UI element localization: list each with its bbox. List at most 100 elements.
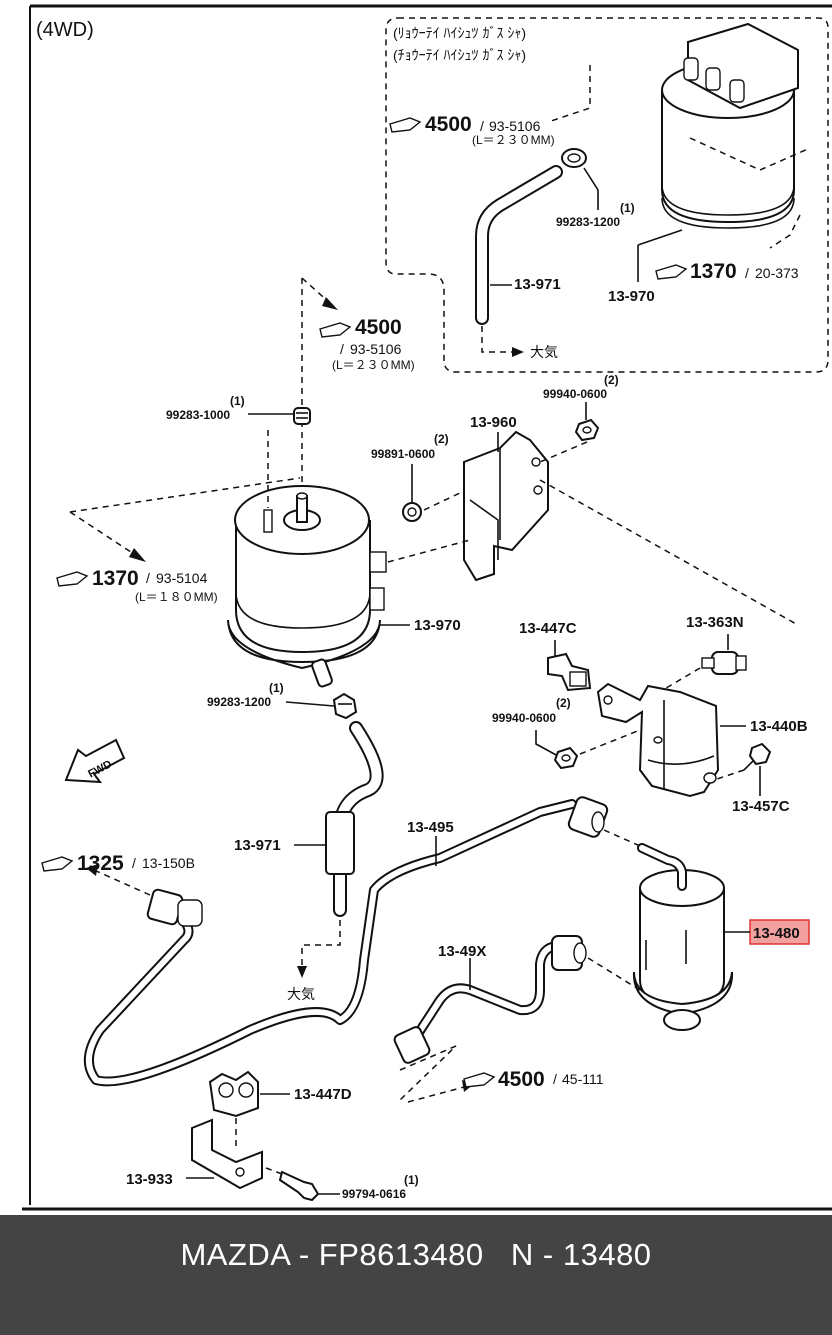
hand-pointer-icon — [56, 571, 89, 587]
bolt-c — [743, 742, 772, 771]
hose-inner — [477, 167, 561, 323]
inset-canister-ref-1370[interactable]: 1370 / 20-373 — [655, 260, 799, 283]
clamp-mid-number: 99283-1200 — [207, 695, 271, 709]
ref-sub: 45-111 — [562, 1071, 604, 1087]
filter-dash-bottom — [587, 957, 641, 991]
hand-pointer-icon — [41, 856, 74, 872]
bolt-lower-number: 99794-0616 — [342, 1187, 406, 1201]
clamp-mid-qty: (1) — [269, 681, 284, 695]
inset-clamp-leader — [583, 167, 599, 210]
ref-sub: 93-5106 — [489, 118, 541, 134]
ref-slash: / — [480, 118, 484, 134]
bracket-lower — [191, 1118, 263, 1190]
nut-a-qty: (2) — [604, 373, 619, 387]
ref-note: (L＝２３０MM) — [332, 358, 415, 372]
hose-sleeve — [325, 811, 355, 875]
fuel-filter — [632, 843, 734, 1031]
hand-pointer-icon — [319, 322, 352, 338]
ref-page: 4500 — [425, 113, 472, 136]
inset-note-1: (ﾘｮｳｰﾃｲ ﾊｲｼｭﾂ ｶﾞｽ ｼｬ) — [393, 25, 526, 41]
filter-bracket — [596, 682, 720, 798]
clamp-top-qty: (1) — [230, 394, 245, 408]
bracket-lower-label: 13-933 — [126, 1171, 173, 1188]
inset-hose-label: 13-971 — [514, 276, 561, 293]
hand-pointer-icon — [655, 264, 688, 280]
pipe-label: 13-495 — [407, 819, 454, 836]
washer-qty: (2) — [434, 432, 449, 446]
arrow-icon — [86, 864, 98, 876]
pipe-inner — [86, 801, 575, 1085]
clamp-mid — [332, 692, 358, 720]
footer-part-number: MAZDA - FP8613480 N - 13480 — [180, 1237, 652, 1272]
bracket-dash-left — [387, 539, 471, 563]
ref-page: 4500 — [498, 1068, 545, 1091]
bolt-c-dash — [713, 769, 745, 781]
inset-clamp-qty: (1) — [620, 201, 635, 215]
ref-page: 1370 — [92, 567, 139, 590]
arrow-down-icon — [297, 966, 307, 978]
ref-sub: 93-5106 — [350, 341, 402, 357]
bolt-c-label: 13-457C — [732, 798, 790, 815]
inset-canister-dash — [769, 214, 801, 249]
lower-atmosphere-dash — [301, 920, 341, 970]
nut-b-qty: (2) — [556, 696, 571, 710]
washer-number: 99891-0600 — [371, 447, 435, 461]
inset-note-leader — [547, 65, 591, 123]
pipe-inner — [411, 943, 559, 1043]
clip-d — [208, 1070, 259, 1118]
footer-bar: MAZDA - FP8613480 N - 13480 — [0, 1215, 832, 1335]
fuel-filter-highlight — [749, 919, 810, 945]
clip-c — [547, 652, 592, 692]
bracket-960 — [463, 430, 549, 582]
lower-atmosphere-label: 大気 — [287, 986, 315, 1002]
inset-ref-4500[interactable]: 4500 / 93-5106 (L＝２３０MM) — [389, 113, 555, 147]
main-ref-4500[interactable]: 4500 / 93-5106 (L＝２３０MM) — [319, 316, 415, 372]
inset-canister — [661, 22, 811, 229]
ref-slash: / — [745, 265, 749, 281]
nut-a-number: 99940-0600 — [543, 387, 607, 401]
arrow-icon — [322, 297, 338, 310]
inset-canister-leader — [637, 229, 683, 246]
hose-x-fitting-bottom — [393, 1026, 431, 1064]
insulator — [701, 651, 747, 675]
clamp-top-number: 99283-1000 — [166, 408, 230, 422]
ref-slash: / — [340, 341, 344, 357]
ref-slash: / — [146, 570, 150, 586]
arrow-right-icon — [512, 347, 524, 357]
canister-ref-1370[interactable]: 1370 / 93-5104 (L＝１８０MM) — [56, 567, 218, 604]
clamp-top — [293, 407, 311, 425]
inset-atmosphere-label: 大気 — [530, 344, 558, 360]
canister-dash-top — [69, 477, 301, 513]
ref-slash: / — [553, 1071, 557, 1087]
ref-sub: 93-5104 — [156, 570, 208, 586]
inset-canister-label: 13-970 — [608, 288, 655, 305]
bracket-dash — [539, 479, 799, 626]
fuel-filter-label[interactable]: 13-480 — [753, 925, 800, 942]
hand-pointer-icon — [463, 1072, 496, 1088]
ref-page: 1370 — [690, 260, 737, 283]
bolt-lower — [278, 1170, 320, 1202]
nut-a — [574, 418, 600, 442]
ref-slash: / — [132, 855, 136, 871]
hand-pointer-icon — [389, 117, 422, 133]
inset-boundary — [385, 17, 829, 373]
parts-diagram: (4WD) (ﾘｮｳｰﾃｲ ﾊｲｼｭﾂ ｶﾞｽ ｼｬ) (ﾁｮｳｰﾃｲ ﾊｲｼｭ… — [22, 4, 832, 1211]
lower-ref-4500[interactable]: 4500 / 45-111 — [463, 1068, 604, 1091]
inset-atmosphere-dash — [481, 326, 512, 353]
ref-page: 1325 — [77, 852, 124, 875]
filter-bracket-label: 13-440B — [750, 718, 808, 735]
leader-line — [285, 701, 335, 707]
nut-a-dash — [539, 441, 588, 463]
leader-line — [535, 730, 559, 757]
nut-b-dash — [579, 729, 641, 755]
lower-ref-dash — [407, 1085, 469, 1103]
inset-clamp — [561, 148, 587, 168]
ref-page: 4500 — [355, 316, 402, 339]
left-ref-1325[interactable]: 1325 / 13-150B — [41, 852, 195, 875]
main-hose-label: 13-971 — [234, 837, 281, 854]
washer-dash — [423, 491, 463, 511]
hose-x-dash — [399, 1045, 457, 1101]
ref-note: (L＝１８０MM) — [135, 590, 218, 604]
nut-b-number: 99940-0600 — [492, 711, 556, 725]
left-fitting — [146, 888, 203, 927]
